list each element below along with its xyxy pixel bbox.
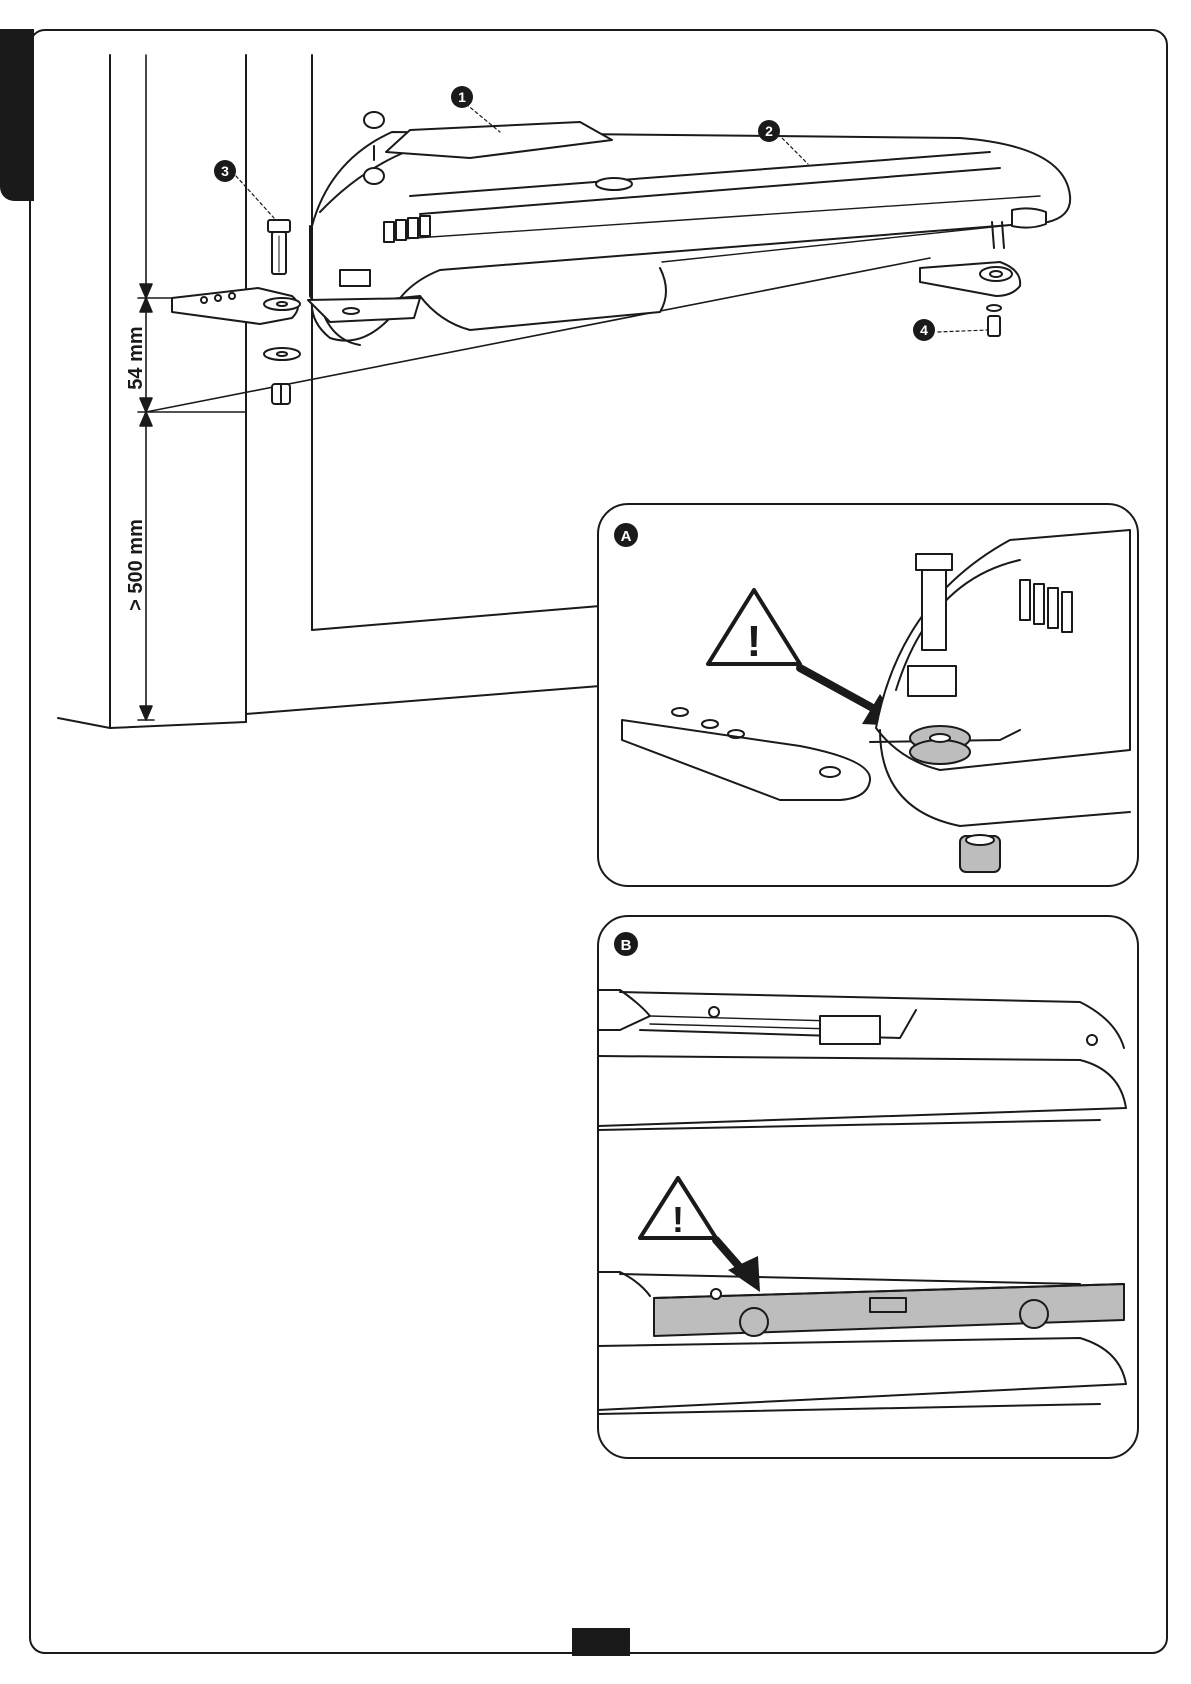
warning-symbol-a: ! [747, 617, 762, 666]
callout-2: 2 [758, 120, 780, 142]
bolt-3 [268, 220, 290, 274]
gearmotor [308, 112, 1070, 345]
front-bracket [172, 288, 300, 404]
callout-3-label: 3 [221, 163, 229, 179]
dimension-54: 54 mm [125, 326, 147, 389]
callout-1: 1 [451, 86, 473, 108]
callout-3: 3 [214, 160, 236, 182]
rear-bracket [920, 262, 1020, 336]
callout-1-label: 1 [458, 89, 466, 105]
callout-4-label: 4 [920, 322, 928, 338]
detail-a-label: A [621, 528, 632, 545]
detail-a-panel: A ! [598, 504, 1138, 886]
detail-b-label: B [621, 937, 632, 954]
warning-symbol-b: ! [672, 1199, 684, 1240]
detail-b-panel: B ! [598, 916, 1138, 1458]
callout-4: 4 [913, 319, 935, 341]
dimension-500: > 500 mm [125, 519, 147, 611]
callout-2-label: 2 [765, 123, 773, 139]
